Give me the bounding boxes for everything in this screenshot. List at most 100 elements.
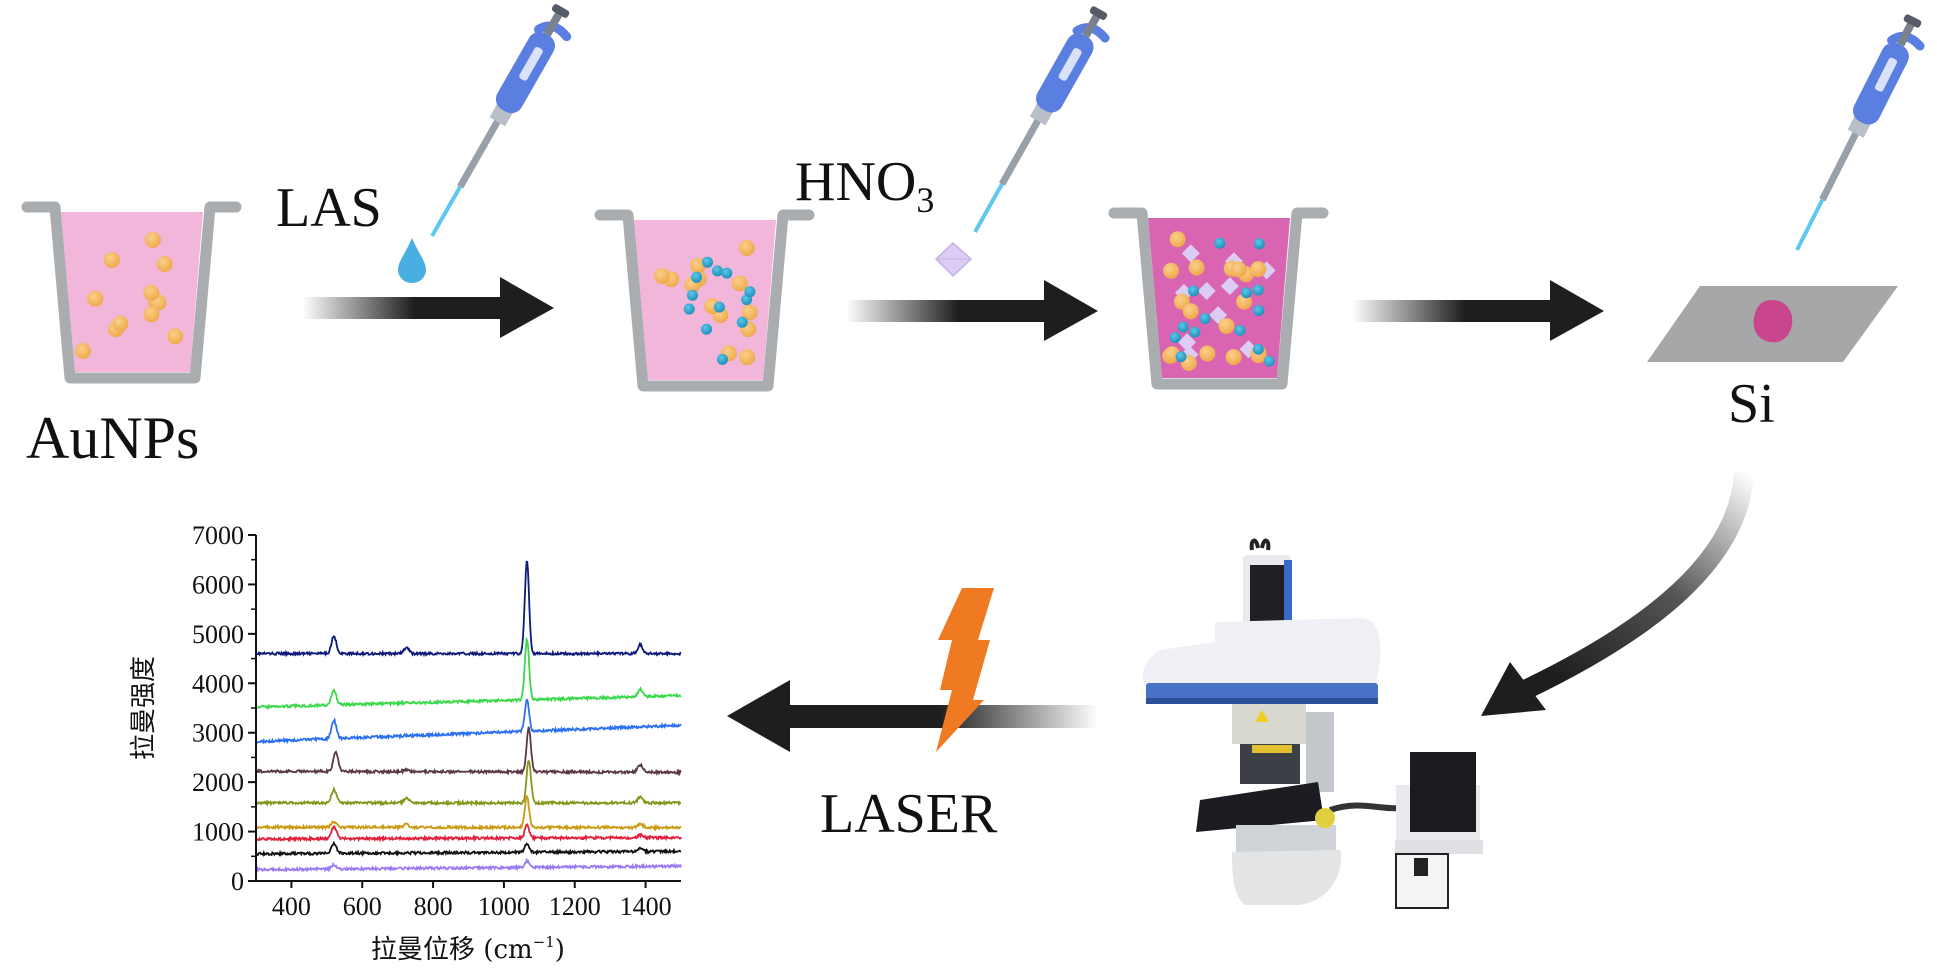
beaker-outline — [1108, 207, 1329, 390]
pipette-plunger-cap — [1903, 14, 1922, 28]
pipette-display — [519, 46, 543, 81]
gold-nanoparticle — [739, 349, 756, 366]
las-molecule — [1234, 324, 1246, 336]
crystal-particle — [1177, 333, 1196, 352]
pipette-shaft — [1819, 129, 1860, 202]
las-molecule — [1240, 287, 1252, 299]
gold-nanoparticle — [731, 275, 748, 292]
pipette-display — [1058, 48, 1082, 81]
gold-nanoparticle — [156, 255, 173, 272]
x-tick-label: 1200 — [549, 892, 601, 921]
las-molecule — [1187, 285, 1199, 297]
las-molecule — [736, 316, 748, 328]
x-axis-label: 拉曼位移 (cm−1) — [371, 933, 565, 965]
las-molecule — [744, 286, 756, 298]
arrow-right-3 — [1352, 280, 1604, 341]
liquid — [634, 220, 776, 380]
crystal-particle — [1197, 281, 1216, 300]
x-tick-label: 400 — [272, 892, 311, 921]
pipette-plunger — [1896, 20, 1916, 47]
y-tick-label: 6000 — [192, 570, 244, 599]
series-line-spectrum-1 — [255, 560, 682, 658]
las-molecule — [1253, 305, 1265, 317]
beaker-aunps — [21, 201, 242, 384]
label-hno3: HNO3 — [795, 151, 934, 220]
gold-nanoparticle — [741, 304, 758, 321]
liquid — [61, 212, 203, 372]
crystal-particle — [1257, 261, 1276, 280]
gold-nanoparticle — [1225, 349, 1242, 366]
droplet-icon — [398, 238, 426, 283]
las-molecule — [1253, 238, 1265, 250]
arrow-right-2 — [846, 280, 1098, 341]
label-laser: LASER — [820, 783, 998, 845]
x-axis-label-main: 拉曼位移 (cm — [371, 935, 533, 965]
x-tick-label: 600 — [343, 892, 382, 921]
pipette-icon — [973, 6, 1110, 233]
las-molecule — [713, 301, 725, 313]
las-molecule — [721, 267, 733, 279]
gold-nanoparticle — [738, 240, 755, 257]
beaker-aggregated — [1108, 207, 1329, 390]
las-molecule — [1263, 355, 1275, 367]
gold-nanoparticle — [143, 306, 160, 323]
beaker-outline — [594, 209, 815, 392]
crystal-particle — [1181, 244, 1200, 263]
las-molecule — [1169, 331, 1181, 343]
beaker-aunps-las — [594, 209, 815, 392]
las-molecule — [686, 289, 698, 301]
pipette-shaft — [999, 116, 1043, 186]
series-line-spectrum-4 — [255, 726, 682, 777]
gold-nanoparticle — [144, 231, 161, 248]
series-line-spectrum-8 — [255, 840, 682, 858]
gold-nanoparticle — [1188, 259, 1205, 276]
y-tick-label: 2000 — [192, 768, 244, 797]
series-line-spectrum-7 — [255, 822, 682, 843]
las-molecule — [700, 323, 712, 335]
pipette-plunger-cap — [551, 4, 570, 18]
gold-nanoparticle — [87, 290, 104, 307]
spectrum-lines — [255, 560, 682, 873]
gold-nanoparticle — [75, 342, 92, 359]
y-tick-label: 4000 — [192, 669, 244, 698]
las-molecule — [711, 265, 723, 277]
las-molecule — [1252, 343, 1264, 355]
gold-nanoparticle — [112, 315, 129, 332]
series-line-spectrum-2 — [255, 636, 682, 711]
pipette-plunger-cap — [1089, 6, 1108, 20]
las-molecule — [691, 271, 703, 283]
y-tick-label: 0 — [231, 867, 244, 896]
las-molecule — [1199, 313, 1211, 325]
gold-nanoparticle — [653, 268, 670, 285]
pipette-plunger — [1082, 12, 1102, 38]
gold-nanoparticle — [1163, 262, 1180, 279]
pipette-icon — [1795, 14, 1925, 251]
sample-spot — [1753, 300, 1793, 343]
gold-nanoparticle — [103, 251, 120, 268]
pipette-shaft — [457, 117, 502, 189]
gold-nanoparticle — [1230, 261, 1247, 278]
label-aunps: AuNPs — [26, 405, 199, 471]
gold-nanoparticle — [167, 328, 184, 345]
x-axis-label-sup: −1 — [533, 933, 555, 951]
gold-nanoparticle — [1182, 303, 1199, 320]
label-si: Si — [1728, 373, 1775, 435]
y-tick-label: 7000 — [192, 521, 244, 550]
series-line-spectrum-3 — [256, 698, 682, 745]
raman-microscope — [1142, 538, 1483, 909]
las-molecule — [1175, 351, 1187, 363]
label-hno3-main: HNO — [795, 151, 916, 213]
y-tick-label: 3000 — [192, 719, 244, 748]
y-axis-label: 拉曼强度 — [129, 656, 159, 760]
gold-nanoparticle — [1218, 317, 1235, 334]
pipette-plunger — [543, 10, 564, 37]
las-molecule — [716, 353, 728, 365]
series-line-spectrum-6 — [255, 794, 682, 832]
pipette-display — [1874, 57, 1898, 92]
gold-nanoparticle — [143, 284, 160, 301]
crystal-particle — [1209, 306, 1228, 325]
x-tick-label: 800 — [414, 892, 453, 921]
